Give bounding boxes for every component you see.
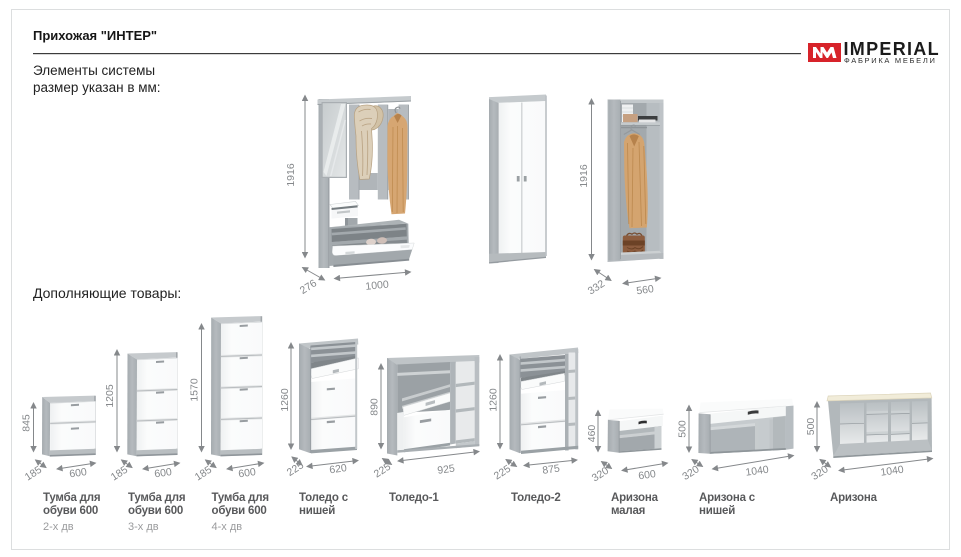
svg-text:320: 320 [680, 463, 701, 483]
svg-text:620: 620 [329, 462, 348, 476]
svg-text:320: 320 [809, 463, 830, 483]
svg-text:460: 460 [586, 425, 598, 443]
svg-text:845: 845 [21, 414, 33, 432]
svg-text:875: 875 [542, 463, 561, 477]
svg-text:1205: 1205 [104, 384, 116, 408]
svg-text:332: 332 [586, 278, 607, 298]
svg-text:185: 185 [109, 464, 130, 484]
svg-text:276: 276 [298, 277, 319, 297]
svg-text:185: 185 [193, 464, 214, 484]
svg-text:225: 225 [492, 463, 513, 483]
svg-text:1260: 1260 [279, 388, 291, 412]
svg-text:890: 890 [369, 398, 381, 416]
svg-text:600: 600 [69, 466, 88, 480]
svg-text:1260: 1260 [488, 388, 500, 412]
svg-text:225: 225 [285, 459, 306, 479]
svg-text:925: 925 [437, 463, 456, 477]
svg-text:600: 600 [154, 466, 173, 480]
svg-text:500: 500 [677, 420, 689, 438]
svg-text:600: 600 [638, 468, 657, 482]
svg-text:1040: 1040 [880, 464, 905, 479]
svg-text:560: 560 [636, 283, 655, 297]
svg-text:185: 185 [23, 464, 44, 484]
svg-text:1916: 1916 [578, 164, 590, 188]
svg-text:500: 500 [805, 418, 817, 436]
svg-text:320: 320 [590, 465, 611, 485]
svg-text:1916: 1916 [285, 163, 297, 187]
svg-text:1000: 1000 [365, 278, 390, 292]
svg-text:1040: 1040 [745, 464, 770, 479]
svg-text:600: 600 [238, 466, 257, 480]
svg-text:1570: 1570 [189, 378, 201, 402]
